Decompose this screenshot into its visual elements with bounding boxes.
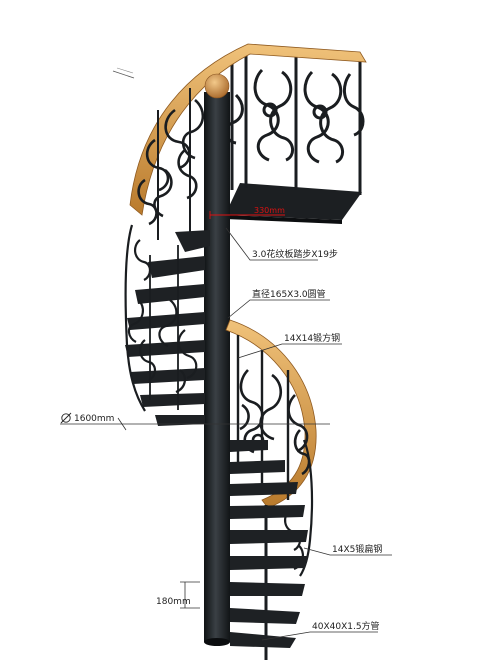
- tread-label: 3.0花纹板踏步X19步: [252, 248, 338, 260]
- rise-dimension: 180mm: [156, 581, 200, 609]
- top-railing-balusters: [230, 52, 362, 195]
- red-dimension-text: 330mm: [254, 206, 285, 215]
- left-lower-scrollwork: [124, 224, 198, 412]
- top-landing: [225, 183, 362, 224]
- diameter-label: 1600mm: [74, 414, 114, 424]
- top-handrail: [129, 43, 367, 216]
- top-railing-scrollwork: [224, 68, 365, 164]
- central-pole: [204, 73, 230, 646]
- rise-label: 180mm: [156, 597, 191, 607]
- right-handrail: [225, 319, 317, 509]
- diameter-dimension: 1600mm: [60, 412, 330, 431]
- square-bar-label: 14X14锻方钢: [284, 332, 340, 344]
- left-upper-scrollwork: [137, 88, 205, 240]
- corner-mark: [112, 67, 135, 79]
- treads-upper-left: [125, 230, 210, 426]
- red-dimension: 330mm: [209, 206, 285, 219]
- leader-lines: [225, 227, 392, 641]
- square-tube-label: 40X40X1.5方管: [312, 620, 380, 632]
- flat-bar-label: 14X5锻扁钢: [332, 543, 382, 555]
- pipe-label: 直径165X3.0圆管: [252, 288, 326, 300]
